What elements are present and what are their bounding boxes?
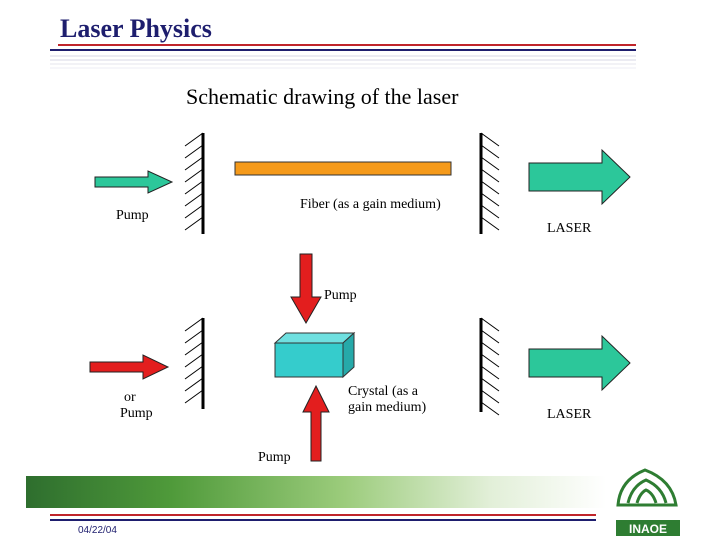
- arrow-up-icon: [302, 384, 330, 462]
- svg-text:INAOE: INAOE: [629, 522, 667, 536]
- logo-icon: INAOE: [616, 468, 680, 536]
- arrow-right-icon: [528, 148, 631, 206]
- or-label: or: [124, 390, 136, 405]
- slide-date: 04/22/04: [78, 525, 117, 536]
- crystal-gain-medium: [273, 331, 356, 379]
- footer-rule: [50, 514, 596, 521]
- mirror-icon: [184, 132, 205, 234]
- arrow-right-icon: [94, 170, 174, 194]
- mirror-icon: [479, 132, 500, 234]
- bottom-pump-label: Pump: [258, 450, 291, 465]
- arrow-right-icon: [89, 354, 170, 380]
- crystal-label-line2: gain medium): [348, 400, 427, 415]
- arrow-down-icon: [290, 253, 322, 325]
- mirror-icon: [479, 317, 500, 416]
- header-rule: [50, 44, 636, 69]
- footer-banner: [26, 476, 606, 508]
- mirror-icon: [184, 317, 205, 409]
- page-title: Laser Physics: [60, 14, 212, 43]
- crystal-label-line1: Crystal (as a: [348, 384, 418, 399]
- laser-label: LASER: [547, 221, 592, 236]
- fiber-label: Fiber (as a gain medium): [300, 197, 441, 212]
- arrow-right-icon: [528, 334, 631, 392]
- side-pump-label: Pump: [120, 406, 153, 421]
- fiber-gain-medium: [234, 161, 452, 176]
- pump-label: Pump: [116, 208, 149, 223]
- top-pump-label: Pump: [324, 288, 357, 303]
- laser-label: LASER: [547, 407, 592, 422]
- diagram-title: Schematic drawing of the laser: [186, 84, 459, 109]
